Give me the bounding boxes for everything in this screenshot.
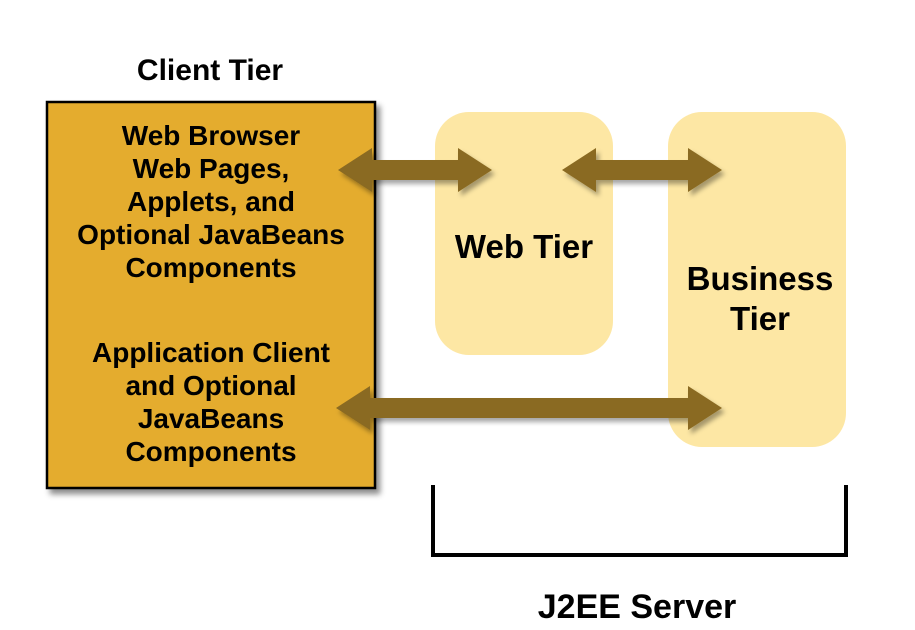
web-tier-label: Web Tier (455, 228, 593, 265)
web-browser-text: Web Browser Web Pages, Applets, and Opti… (77, 120, 345, 283)
web-browser-line: Applets, and (127, 186, 295, 217)
app-client-line: JavaBeans (138, 403, 284, 434)
client-tier-box (45, 100, 377, 490)
j2ee-server-bracket (431, 485, 848, 557)
business-tier-box (668, 112, 846, 447)
web-browser-line: Optional JavaBeans (77, 219, 345, 250)
arrow-web-business-icon (562, 148, 722, 192)
application-client-text: Application Client and Optional JavaBean… (92, 337, 330, 467)
web-browser-line: Web Pages, (133, 153, 290, 184)
arrow-client-web-icon (338, 148, 492, 192)
web-browser-line: Web Browser (122, 120, 301, 151)
app-client-line: Application Client (92, 337, 330, 368)
app-client-line: Components (125, 436, 296, 467)
j2ee-server-label: J2EE Server (538, 588, 737, 626)
app-client-line: and Optional (125, 370, 296, 401)
arrow-appclient-business-icon (336, 386, 722, 430)
web-browser-line: Components (125, 252, 296, 283)
client-tier-title: Client Tier (137, 54, 283, 87)
business-tier-label-line: Business (687, 260, 834, 297)
business-tier-label-line: Tier (730, 300, 790, 337)
